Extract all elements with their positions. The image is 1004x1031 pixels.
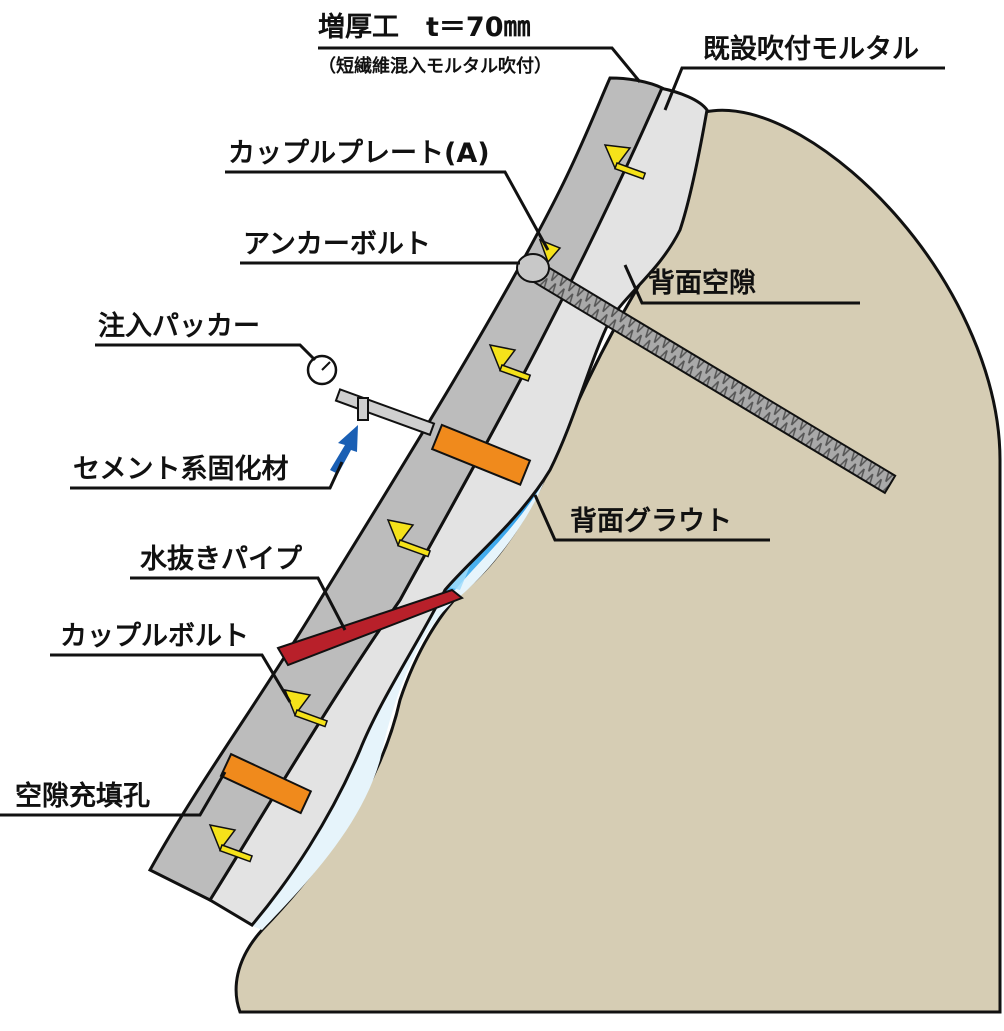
injection-packer [306, 354, 532, 486]
label-back-void: 背面空隙 [648, 267, 756, 299]
cement-flow-arrow [330, 425, 358, 474]
label-drain-pipe: 水抜きパイプ [140, 544, 303, 575]
label-thickening: 増厚工 t＝70㎜ [318, 11, 530, 43]
label-injection-packer: 注入パッカー [98, 310, 260, 342]
couple-plates [208, 144, 647, 863]
label-anchor-bolt: アンカーボルト [243, 229, 431, 260]
drain-pipe [276, 588, 464, 667]
label-back-grout: 背面グラウト [570, 505, 732, 537]
leader-lines [0, 46, 945, 817]
void-fill-hole [219, 752, 313, 815]
label-void-fill-hole: 空隙充填孔 [15, 780, 150, 812]
label-cement-material: セメント系固化材 [73, 454, 288, 485]
label-couple-bolt: カップルボルト [60, 621, 249, 652]
anchor-bolt [516, 238, 897, 495]
label-couple-plate: カップルプレート(A) [228, 138, 490, 169]
label-thickening-sub: （短繊維混入モルタル吹付） [318, 55, 552, 77]
label-existing-mortar: 既設吹付モルタル [703, 33, 919, 65]
